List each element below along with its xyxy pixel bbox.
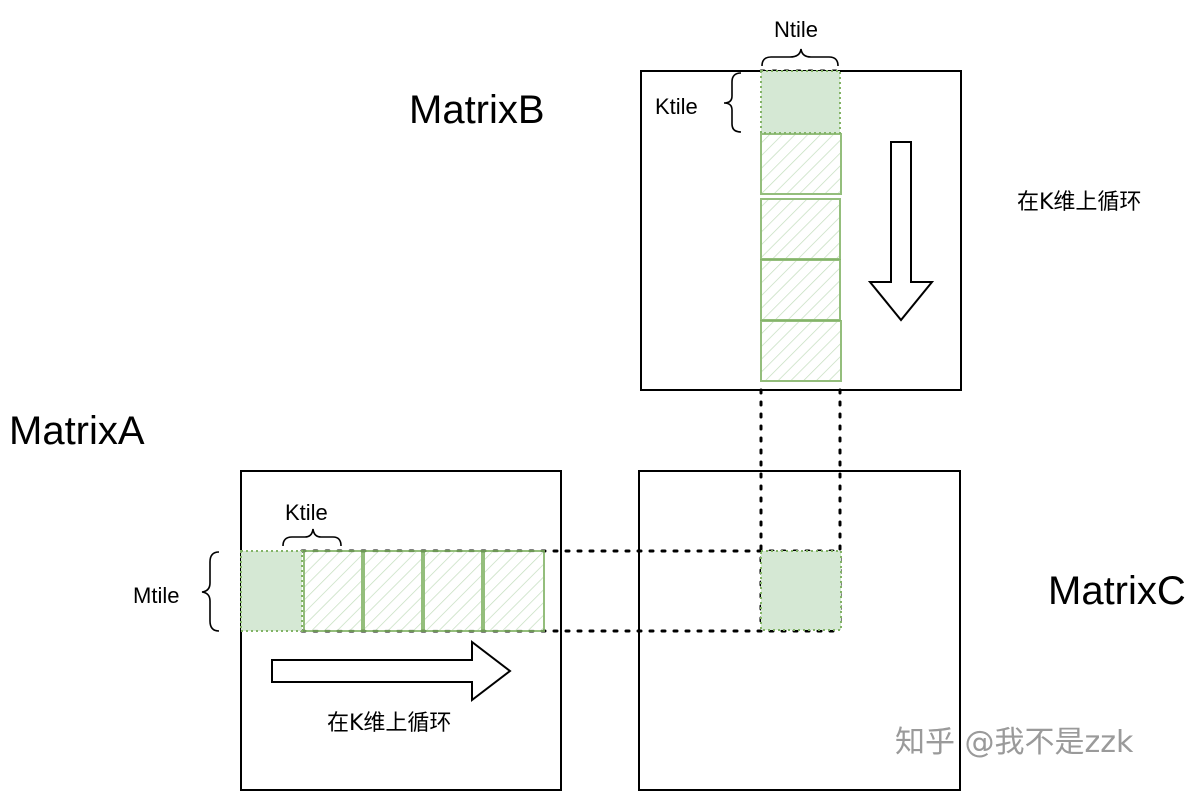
arrow-right-icon [271,639,512,703]
matrix-c-title: MatrixC [1048,569,1186,613]
matrix-b-tile [760,259,841,321]
ntile-label: Ntile [774,17,818,42]
matrix-a-title: MatrixA [9,409,145,453]
loop-label-a: 在K维上循环 [327,711,451,736]
brace-ktile-a [282,528,342,547]
arrow-down-icon [867,141,935,322]
matrix-a-tile [363,550,423,632]
brace-ntile [761,48,839,67]
matrix-a-tile [483,550,545,632]
ktile-label-b: Ktile [655,94,698,119]
matrix-b-tile [760,133,842,195]
matrix-b-title: MatrixB [409,88,545,132]
ktile-label-a: Ktile [285,500,328,525]
loop-label-b: 在K维上循环 [1017,190,1141,215]
matrix-b-tile [760,320,842,382]
mtile-label: Mtile [133,583,179,608]
watermark: 知乎 @我不是zzk [895,725,1134,760]
matrix-b-active-tile [760,70,841,134]
matrix-a-tile [303,550,363,632]
brace-ktile-b [723,72,742,133]
matrix-c-result-tile [760,550,842,631]
matrix-a-tile [423,550,483,632]
brace-mtile [201,551,220,632]
matrix-b-tile [760,198,841,260]
matrix-a-active-tile [240,550,303,632]
